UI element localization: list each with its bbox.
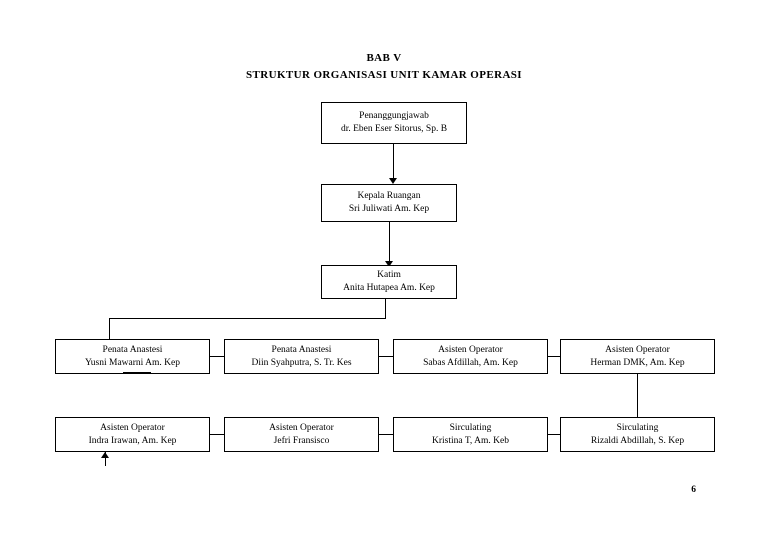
node-role: Kepala Ruangan: [357, 191, 421, 201]
connector-n2-n3: [389, 222, 391, 264]
node-role: Penata Anastesi: [102, 344, 163, 355]
connector-n8-return-down: [105, 452, 107, 466]
connector-n1-n2: [393, 144, 395, 180]
node-role: Katim: [377, 270, 401, 280]
connector-n10-n11: [548, 434, 560, 436]
node-penata-anastesi-diin[interactable]: Penata Anastesi Diin Syahputra, S. Tr. K…: [224, 339, 379, 374]
node-asisten-operator-jefri[interactable]: Asisten Operator Jefri Fransisco: [224, 417, 379, 452]
connector-n6-n7: [548, 356, 560, 358]
connector-n4-n5: [210, 356, 224, 358]
node-name: Yusni Mawarni Am. Kep: [85, 357, 180, 368]
title-line-1: BAB V: [366, 52, 402, 64]
connector-katim-stub: [385, 299, 387, 319]
node-penanggungjawab[interactable]: Penanggungjawab dr. Eben Eser Sitorus, S…: [321, 102, 467, 144]
node-name: Sabas Afdillah, Am. Kep: [423, 357, 518, 368]
node-role: Penanggungjawab: [359, 111, 429, 121]
node-kepala-ruangan[interactable]: Kepala Ruangan Sri Juliwati Am. Kep: [321, 184, 457, 222]
node-name: Diin Syahputra, S. Tr. Kes: [251, 357, 352, 368]
page-number: 6: [691, 485, 696, 495]
node-role: Asisten Operator: [605, 344, 670, 355]
node-name: dr. Eben Eser Sitorus, Sp. B: [340, 124, 448, 134]
node-asisten-operator-sabas[interactable]: Asisten Operator Sabas Afdillah, Am. Kep: [393, 339, 548, 374]
node-sirculating-kristina[interactable]: Sirculating Kristina T, Am. Keb: [393, 417, 548, 452]
arrow-n1-n2: [389, 178, 397, 184]
connector-n9-n10: [379, 434, 393, 436]
node-role: Asisten Operator: [269, 422, 334, 433]
connector-katim-horizontal: [109, 318, 385, 320]
connector-n5-n6: [379, 356, 393, 358]
node-penata-anastesi-yusni[interactable]: Penata Anastesi Yusni Mawarni Am. Kep: [55, 339, 210, 374]
node-name: Sri Juliwati Am. Kep: [348, 204, 430, 214]
title-line-2: STRUKTUR ORGANISASI UNIT KAMAR OPERASI: [246, 69, 522, 81]
node-role: Penata Anastesi: [271, 344, 332, 355]
node-role: Asisten Operator: [100, 422, 165, 433]
arrow-n2-n3: [385, 261, 393, 267]
node-asisten-operator-indra[interactable]: Asisten Operator Indra Irawan, Am. Kep: [55, 417, 210, 452]
page-title: BAB V STRUKTUR ORGANISASI UNIT KAMAR OPE…: [0, 50, 768, 84]
node-name: Rizaldi Abdillah, S. Kep: [590, 435, 685, 446]
node-role: Sirculating: [616, 422, 659, 433]
node-katim[interactable]: Katim Anita Hutapea Am. Kep: [321, 265, 457, 299]
node-name: Indra Irawan, Am. Kep: [88, 435, 177, 446]
connector-katim-down: [109, 318, 111, 340]
node-name: Herman DMK, Am. Kep: [590, 357, 685, 368]
node-role: Asisten Operator: [438, 344, 503, 355]
connector-n8-n9: [210, 434, 224, 436]
node-name: Jefri Fransisco: [273, 435, 330, 446]
connector-n7-n11: [637, 374, 639, 417]
node-role: Sirculating: [449, 422, 492, 433]
node-name: Anita Hutapea Am. Kep: [343, 283, 435, 293]
node-asisten-operator-herman[interactable]: Asisten Operator Herman DMK, Am. Kep: [560, 339, 715, 374]
arrow-n8-n4: [101, 452, 109, 458]
node-sirculating-rizaldi[interactable]: Sirculating Rizaldi Abdillah, S. Kep: [560, 417, 715, 452]
node-name: Kristina T, Am. Keb: [432, 435, 509, 446]
stray-mark: [123, 372, 151, 374]
